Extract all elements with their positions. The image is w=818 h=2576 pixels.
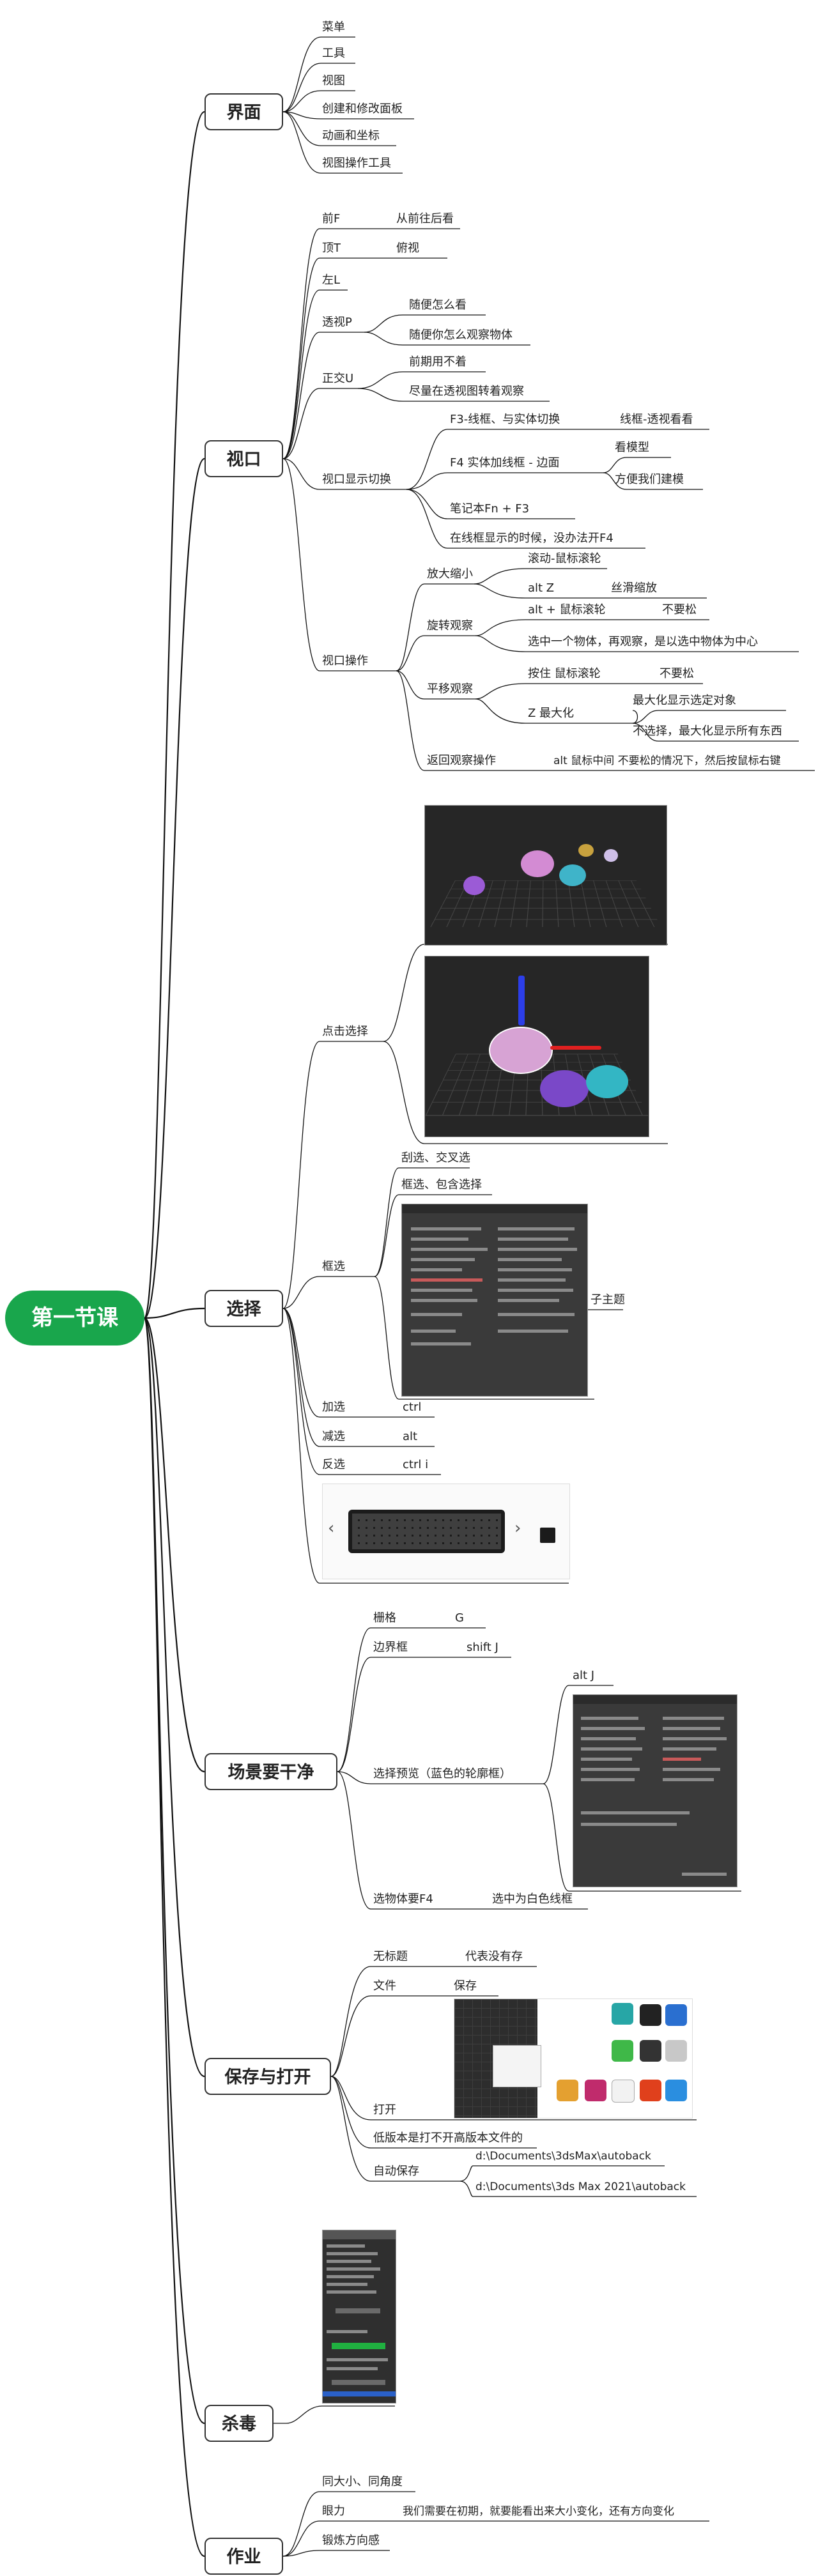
ops-rotate-a-note[interactable]: 不要松: [662, 603, 697, 617]
save-untitled-note[interactable]: 代表没有存: [465, 1950, 523, 1963]
scene-preferences-screenshot: [573, 1694, 737, 1887]
ops-zoom-a[interactable]: 滚动-鼠标滚轮: [528, 552, 601, 565]
select-box[interactable]: 框选: [322, 1260, 345, 1273]
interface-item-panels[interactable]: 创建和修改面板: [322, 102, 403, 116]
interface-item-view[interactable]: 视图: [322, 74, 345, 88]
select-invert-key[interactable]: ctrl i: [403, 1458, 429, 1471]
ops-pan-a-note[interactable]: 不要松: [660, 667, 694, 680]
save-autosave[interactable]: 自动保存: [373, 2165, 419, 2178]
ops-rotate-b[interactable]: 选中一个物体，再观察，是以选中物体为中心: [528, 635, 758, 648]
topic-save-open[interactable]: 保存与打开: [204, 2058, 331, 2095]
display-laptop[interactable]: 笔记本Fn + F3: [450, 502, 530, 516]
box-cross[interactable]: 刮选、交叉选: [401, 1151, 470, 1165]
scene-bbox-key[interactable]: shift J: [467, 1641, 498, 1654]
select-invert[interactable]: 反选: [322, 1458, 345, 1471]
select-add[interactable]: 加选: [322, 1400, 345, 1414]
homework-b[interactable]: 眼力: [322, 2504, 345, 2518]
ops-pan-b[interactable]: Z 最大化: [528, 707, 575, 720]
viewport-operations[interactable]: 视口操作: [322, 654, 368, 668]
interface-item-animation[interactable]: 动画和坐标: [322, 129, 380, 142]
interface-item-menu[interactable]: 菜单: [322, 20, 345, 34]
select-subtract[interactable]: 减选: [322, 1430, 345, 1443]
select-subtract-key[interactable]: alt: [403, 1430, 418, 1443]
open-file-screenshot: [454, 1998, 693, 2119]
ops-pan-b2[interactable]: 不选择，最大化显示所有东西: [633, 724, 782, 738]
autosave-path-2[interactable]: d:\Documents\3ds Max 2021\autoback: [475, 2181, 686, 2193]
display-f3-note[interactable]: 线框-透视看看: [620, 413, 693, 426]
viewport-display-switch[interactable]: 视口显示切换: [322, 473, 391, 486]
save-open[interactable]: 打开: [373, 2103, 396, 2117]
preferences-dialog-screenshot: [401, 1204, 588, 1397]
box-contain[interactable]: 框选、包含选择: [401, 1178, 482, 1192]
persp-note-2[interactable]: 随便你怎么观察物体: [409, 328, 513, 342]
scene-f4[interactable]: 选物体要F4: [373, 1892, 433, 1906]
ops-zoom-b[interactable]: alt Z: [528, 581, 555, 595]
antivirus-panel-screenshot: [322, 2230, 396, 2404]
ops-back[interactable]: 返回观察操作: [427, 754, 496, 767]
interface-item-tools[interactable]: 工具: [322, 47, 345, 60]
display-f4-note-1[interactable]: 看模型: [615, 441, 649, 454]
display-f3[interactable]: F3-线框、与实体切换: [450, 413, 560, 426]
topic-antivirus[interactable]: 杀毒: [204, 2405, 274, 2442]
topic-interface[interactable]: 界面: [204, 93, 283, 130]
chevron-right-icon[interactable]: ›: [514, 1519, 521, 1538]
ops-pan[interactable]: 平移观察: [427, 682, 473, 696]
ops-rotate-a[interactable]: alt + 鼠标滚轮: [528, 603, 606, 617]
save-file[interactable]: 文件: [373, 1979, 396, 1993]
topic-homework[interactable]: 作业: [204, 2538, 283, 2575]
scene-grid[interactable]: 栅格: [373, 1611, 396, 1625]
scene-preview-key[interactable]: alt J: [573, 1669, 595, 1682]
save-file-note[interactable]: 保存: [454, 1979, 477, 1993]
display-f4-note-2[interactable]: 方便我们建模: [615, 473, 684, 486]
scene-f4-note[interactable]: 选中为白色线框: [492, 1892, 573, 1906]
scene-grid-key[interactable]: G: [455, 1611, 464, 1625]
viewport-top-note[interactable]: 俯视: [396, 241, 419, 255]
antivirus-connector: [274, 2405, 395, 2424]
display-f4-limit[interactable]: 在线框显示的时候，没办法开F4: [450, 532, 614, 545]
save-old-version[interactable]: 低版本是打不开高版本文件的: [373, 2131, 523, 2145]
select-click[interactable]: 点击选择: [322, 1025, 368, 1038]
viewport-perspective[interactable]: 透视P: [322, 316, 352, 329]
select-add-key[interactable]: ctrl: [403, 1400, 422, 1414]
ortho-note-2[interactable]: 尽量在透视图转着观察: [409, 385, 524, 398]
save-untitled[interactable]: 无标题: [373, 1950, 408, 1963]
display-f4[interactable]: F4 实体加线框 - 边面: [450, 456, 560, 470]
ops-pan-b1[interactable]: 最大化显示选定对象: [633, 694, 736, 707]
viewport-left[interactable]: 左L: [322, 273, 341, 287]
viewport-front[interactable]: 前F: [322, 212, 341, 226]
homework-a[interactable]: 同大小、同角度: [322, 2475, 403, 2488]
homework-c[interactable]: 锻炼方向感: [322, 2534, 380, 2547]
topic-clean-scene[interactable]: 场景要干净: [204, 1753, 337, 1790]
viewport-top[interactable]: 顶T: [322, 241, 341, 255]
box-subtopic[interactable]: 子主题: [590, 1293, 625, 1307]
homework-b-note[interactable]: 我们需要在初期，就要能看出来大小变化，还有方向变化: [403, 2505, 674, 2518]
ortho-note-1[interactable]: 前期用不着: [409, 355, 467, 369]
viewport-ortho[interactable]: 正交U: [322, 372, 354, 385]
scene-preview[interactable]: 选择预览（蓝色的轮廓框）: [373, 1767, 511, 1781]
teapot-screenshot-2: [424, 956, 649, 1137]
ops-rotate[interactable]: 旋转观察: [427, 619, 473, 632]
chevron-left-icon[interactable]: ‹: [328, 1519, 335, 1538]
interface-item-viewtools[interactable]: 视图操作工具: [322, 157, 391, 170]
scene-bbox[interactable]: 边界框: [373, 1641, 408, 1654]
ops-pan-a[interactable]: 按住 鼠标滚轮: [528, 667, 601, 680]
topic-selection[interactable]: 选择: [204, 1290, 283, 1327]
ops-zoom-b-note[interactable]: 丝滑缩放: [611, 581, 657, 595]
viewport-front-note[interactable]: 从前往后看: [396, 212, 454, 226]
persp-note-1[interactable]: 随便怎么看: [409, 298, 467, 312]
autosave-path-1[interactable]: d:\Documents\3dsMax\autoback: [475, 2150, 651, 2163]
ops-back-note[interactable]: alt 鼠标中间 不要松的情况下，然后按鼠标右键: [553, 755, 781, 767]
ops-zoom[interactable]: 放大缩小: [427, 567, 473, 581]
topic-viewport[interactable]: 视口: [204, 440, 283, 477]
teapot-screenshot-1: [424, 805, 667, 946]
keyboard-screenshot: ‹ ›: [322, 1483, 570, 1579]
root-topic[interactable]: 第一节课: [5, 1291, 144, 1346]
